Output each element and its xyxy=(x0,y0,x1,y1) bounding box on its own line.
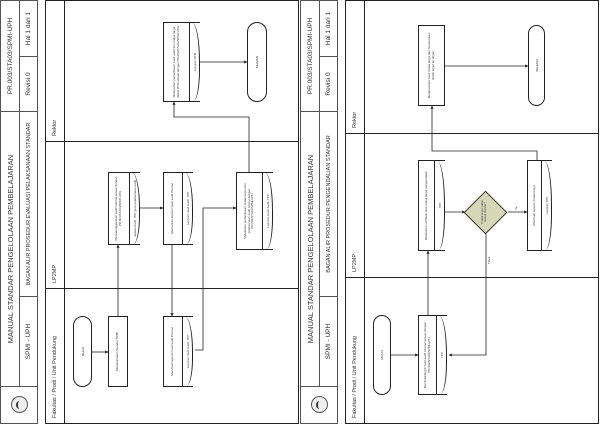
step-implement-standard: Melaksanakan Standar SPMI xyxy=(108,316,128,387)
connectors xyxy=(391,64,538,357)
no-label: Tidak xyxy=(487,256,491,264)
step-document: Laporan TPP xyxy=(541,161,552,250)
step-text: Menyelenggarakan audit internal sesuai d… xyxy=(114,176,122,241)
step-document: TPP xyxy=(434,161,445,250)
step-text: Menindaklanjuti hasil audit internal ses… xyxy=(422,321,431,389)
step-conduct-audit: Menyelenggarakan audit internal sesuai d… xyxy=(108,172,140,245)
decision-text: Tindak lanjut sudah sesuai standar? xyxy=(480,199,488,225)
step-document: Laporan Hasil Audit, TPP xyxy=(182,173,193,244)
step-verify-followup: Melakukan verifikasi atas tindak lanjut … xyxy=(418,160,445,251)
step-document: Jadwal Audit, TPP, grup pelaksanaan audi… xyxy=(129,173,140,244)
step-text: Melakukan verifikasi atas tindak lanjut … xyxy=(423,170,428,241)
start-terminator: MULAI xyxy=(73,316,92,387)
step-text: Melakukan pemeriksaan tindak lanjut dari… xyxy=(243,183,255,239)
step-report-audit: Membuat laporan hasil audit internal Lapo… xyxy=(163,316,193,387)
yes-label: Ya xyxy=(514,206,518,210)
step-document: Laporan Hasil Audit, TPP xyxy=(262,173,273,249)
flowchart-page-evaluasi: MANUAL STANDAR PENGELOLAAN PEMBELAJARAN … xyxy=(0,0,299,424)
connectors xyxy=(92,60,250,354)
step-text: Melaporkan pemeriksaan hasil audit dan t… xyxy=(171,26,180,98)
step-document: TPP xyxy=(436,316,447,394)
step-document: Laporan Hasil Audit, TPP xyxy=(182,317,193,386)
step-document: Laporan RTM xyxy=(189,23,200,101)
step-followup-check: Melakukan pemeriksaan tindak lanjut dari… xyxy=(236,172,273,250)
flowchart-page-pengendalian: MANUAL STANDAR PENGELOLAAN PEMBELAJARAN … xyxy=(300,0,599,424)
step-rector-evaluate: Mengevaluasi hasil tindak lanjut dan men… xyxy=(418,25,445,106)
step-text: Membuat laporan hasil audit internal xyxy=(170,327,175,376)
step-check-report: Memeriksa laporan hasil audit internal La… xyxy=(163,172,193,245)
start-terminator: MULAI xyxy=(373,315,391,395)
step-text: Membuat laporan tindak lanjut xyxy=(531,185,536,226)
step-report-rtm: Melaporkan pemeriksaan hasil audit dan t… xyxy=(163,22,200,102)
end-terminator: SELESAI xyxy=(247,22,267,102)
step-report-followup: Membuat laporan tindak lanjut Laporan TPP xyxy=(527,160,552,251)
step-text: Mengevaluasi hasil tindak lanjut dan men… xyxy=(426,32,435,99)
step-text: Memeriksa laporan hasil audit internal xyxy=(170,183,175,234)
end-terminator: SELESAI xyxy=(528,25,545,106)
step-text: Melaksanakan Standar SPMI xyxy=(115,332,120,371)
step-followup-audit: Menindaklanjuti hasil audit internal ses… xyxy=(418,315,447,395)
